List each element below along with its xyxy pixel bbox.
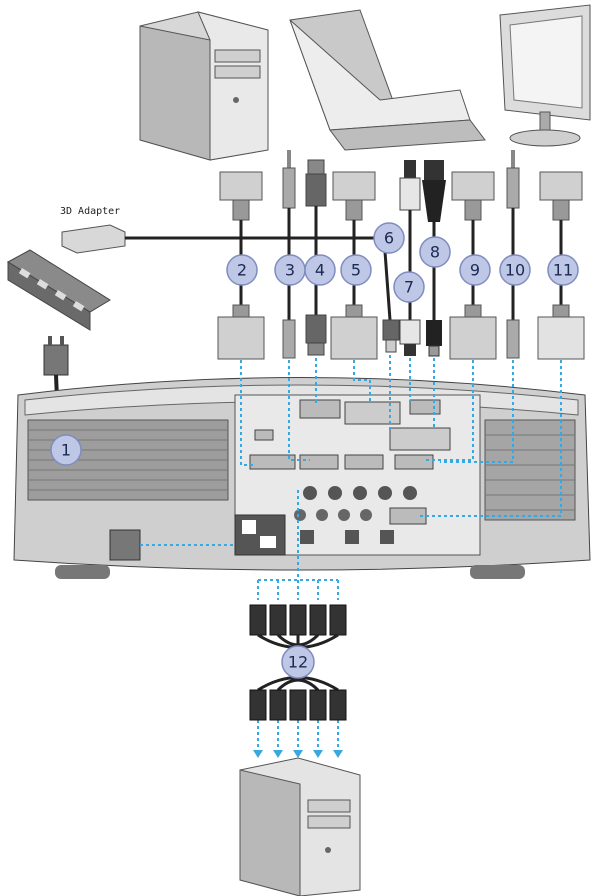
monitor <box>500 5 590 146</box>
callout-4: 4 <box>305 255 335 285</box>
3d-adapter: 3D Adapter <box>60 206 380 253</box>
svg-text:1: 1 <box>61 441 71 460</box>
callout-8: 8 <box>420 237 450 267</box>
svg-text:10: 10 <box>505 261 525 280</box>
svg-text:7: 7 <box>404 278 414 297</box>
svg-text:4: 4 <box>315 261 325 280</box>
callout-10: 10 <box>500 255 530 285</box>
desktop-tower-bottom <box>240 758 360 896</box>
callout-1: 1 <box>51 435 81 465</box>
svg-text:8: 8 <box>430 243 440 262</box>
power-strip <box>8 250 110 330</box>
projector <box>14 378 590 580</box>
svg-text:3: 3 <box>285 261 295 280</box>
svg-text:12: 12 <box>288 653 308 672</box>
svg-text:2: 2 <box>237 261 247 280</box>
laptop <box>290 10 485 150</box>
svg-text:6: 6 <box>384 229 394 248</box>
callout-9: 9 <box>460 255 490 285</box>
arrow-tips <box>253 750 343 758</box>
callout-2: 2 <box>227 255 257 285</box>
power-cord-connector <box>110 530 140 560</box>
callout-5: 5 <box>341 255 371 285</box>
cable-7-usb <box>400 160 420 356</box>
callout-6: 6 <box>374 223 404 253</box>
cable-3-audio <box>283 150 295 358</box>
callout-7: 7 <box>394 272 424 302</box>
callout-11: 11 <box>548 255 578 285</box>
3d-adapter-label: 3D Adapter <box>60 206 120 217</box>
desktop-tower-top <box>140 12 268 160</box>
callout-12: 12 <box>282 646 314 678</box>
cable-10-audio <box>507 150 519 358</box>
callout-3: 3 <box>275 255 305 285</box>
power-plug <box>44 336 68 375</box>
svg-text:5: 5 <box>351 261 361 280</box>
svg-text:11: 11 <box>553 261 573 280</box>
svg-text:9: 9 <box>470 261 480 280</box>
